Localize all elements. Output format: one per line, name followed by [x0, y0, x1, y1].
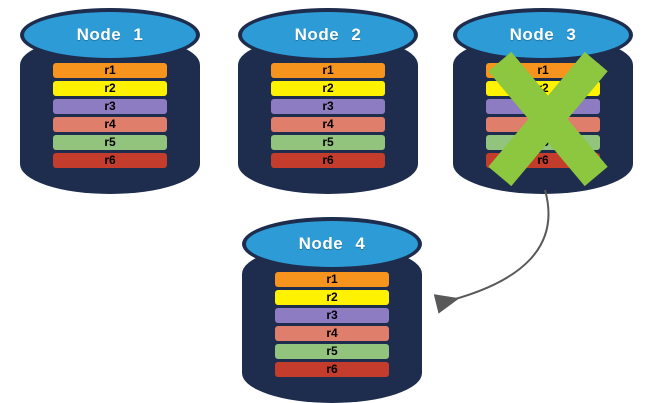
node-title: Node 4 — [298, 234, 366, 253]
replica-row-r1: r1 — [271, 63, 385, 78]
replica-row-r3: r3 — [53, 99, 167, 114]
replica-row-r4: r4 — [275, 326, 389, 341]
replica-rows: r1 r2 r3 r4 r5 r6 — [275, 272, 389, 380]
replica-rows: r1 r2 r3 r4 r5 r6 — [53, 63, 167, 171]
replica-row-r2: r2 — [275, 290, 389, 305]
replica-row-r6: r6 — [53, 153, 167, 168]
replica-row-r6: r6 — [275, 362, 389, 377]
replica-row-r3: r3 — [275, 308, 389, 323]
replica-row-r4: r4 — [271, 117, 385, 132]
node-title: Node 3 — [509, 25, 577, 44]
arrow-path — [433, 189, 550, 314]
replica-row-r5: r5 — [53, 135, 167, 150]
node-4-cylinder: Node 4 r1 r2 r3 r4 r5 r6 — [242, 217, 422, 403]
cylinder-top: Node 4 — [242, 217, 422, 271]
node-title: Node 2 — [294, 25, 362, 44]
replica-row-r1: r1 — [275, 272, 389, 287]
replica-row-r3: r3 — [271, 99, 385, 114]
replica-row-r5: r5 — [275, 344, 389, 359]
failure-x-icon — [488, 50, 608, 188]
replica-rows: r1 r2 r3 r4 r5 r6 — [271, 63, 385, 171]
cylinder-top: Node 2 — [238, 8, 418, 62]
replica-row-r5: r5 — [271, 135, 385, 150]
cylinder-top: Node 1 — [20, 8, 200, 62]
replica-row-r2: r2 — [271, 81, 385, 96]
replica-row-r1: r1 — [53, 63, 167, 78]
node-1-cylinder: Node 1 r1 r2 r3 r4 r5 r6 — [20, 8, 200, 194]
node-title: Node 1 — [76, 25, 144, 44]
node-2-cylinder: Node 2 r1 r2 r3 r4 r5 r6 — [238, 8, 418, 194]
replica-row-r6: r6 — [271, 153, 385, 168]
replica-row-r2: r2 — [53, 81, 167, 96]
replica-row-r4: r4 — [53, 117, 167, 132]
cylinder-top: Node 3 — [453, 8, 633, 62]
